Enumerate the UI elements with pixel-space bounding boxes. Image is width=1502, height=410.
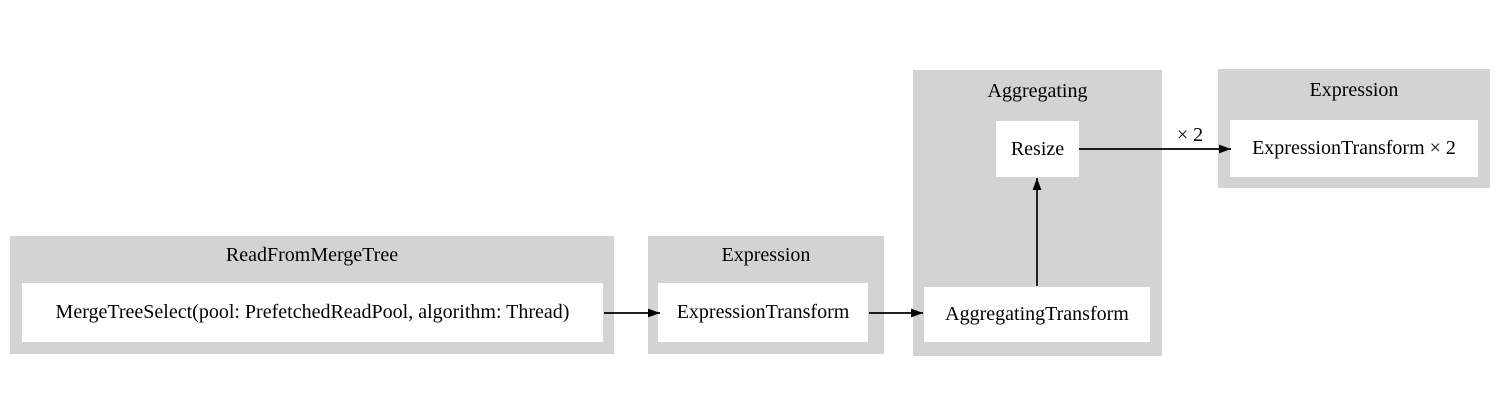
cluster-aggregating-title: Aggregating — [987, 80, 1088, 102]
node-expressiontransform-x2: ExpressionTransform × 2 — [1230, 120, 1478, 177]
node-mergetreeselect: MergeTreeSelect(pool: PrefetchedReadPool… — [22, 283, 603, 342]
cluster-readfrommergetree-title: ReadFromMergeTree — [225, 244, 399, 266]
cluster-expression-2: Expression ExpressionTransform × 2 — [1218, 69, 1490, 188]
cluster-expression-2-title: Expression — [1309, 79, 1399, 101]
cluster-expression-1-title: Expression — [721, 244, 811, 266]
edge-label-x2: × 2 — [1176, 124, 1204, 146]
node-expressiontransform: ExpressionTransform — [658, 283, 868, 342]
node-resize: Resize — [996, 121, 1079, 177]
cluster-aggregating: Aggregating Resize AggregatingTransform — [913, 70, 1162, 356]
cluster-readfrommergetree: ReadFromMergeTree MergeTreeSelect(pool: … — [10, 236, 614, 354]
node-aggregatingtransform: AggregatingTransform — [924, 287, 1150, 342]
cluster-expression-1: Expression ExpressionTransform — [648, 236, 884, 354]
